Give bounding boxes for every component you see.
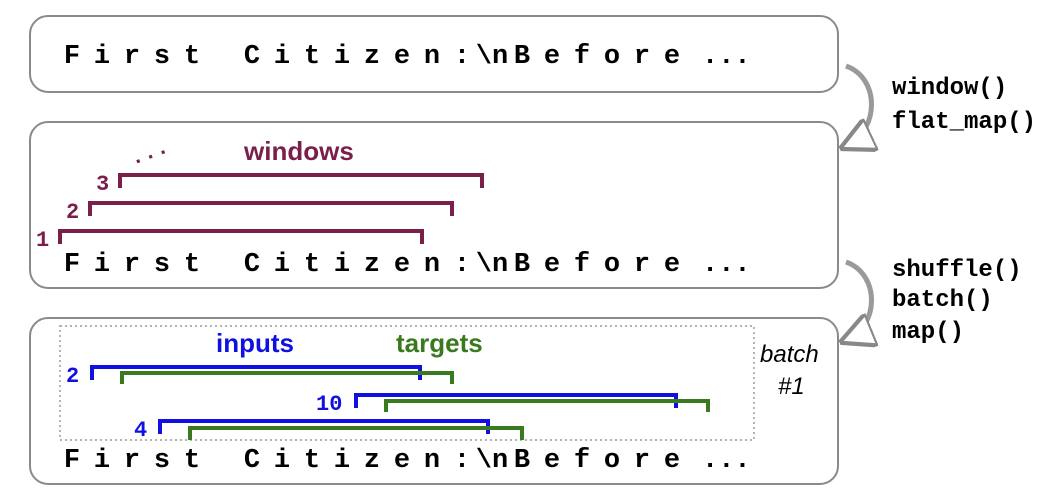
sequence-char: ... <box>702 42 751 72</box>
sequence-char: \n <box>476 250 508 280</box>
sequence-char: e <box>544 250 560 280</box>
sequence-char: i <box>334 250 350 280</box>
sequence-char: n <box>424 250 440 280</box>
batch-index-2: 2 <box>66 364 79 389</box>
op-flat-map: flat_map() <box>892 109 1036 136</box>
sequence-char: n <box>424 42 440 72</box>
sequence-char: i <box>334 446 350 476</box>
op-map: map() <box>892 319 964 346</box>
sequence-char: F <box>64 446 80 476</box>
sequence-char: \n <box>476 446 508 476</box>
sequence-char: z <box>364 250 380 280</box>
sequence-char: t <box>184 250 200 280</box>
arrow-shuffle-batch-map <box>846 259 872 340</box>
sequence-char: r <box>634 42 650 72</box>
sequence-char: s <box>154 42 170 72</box>
op-batch: batch() <box>892 287 993 314</box>
sequence-char: e <box>664 446 680 476</box>
target-bracket-3 <box>188 426 524 440</box>
sequence-char: \n <box>476 42 508 72</box>
batch-label-line1: batch <box>760 341 819 368</box>
sequence-char: n <box>424 446 440 476</box>
sequence-char: e <box>394 250 410 280</box>
sequence-char: r <box>124 446 140 476</box>
sequence-char: s <box>154 250 170 280</box>
panel-raw-text <box>29 15 839 93</box>
window-bracket-1 <box>58 229 424 244</box>
sequence-char: B <box>514 250 530 280</box>
window-index-1: 1 <box>36 228 49 253</box>
sequence-char: : <box>454 42 470 72</box>
sequence-char: : <box>454 250 470 280</box>
sequence-char: : <box>454 446 470 476</box>
sequence-char: f <box>574 446 590 476</box>
target-bracket-1 <box>120 371 454 384</box>
batch-label-line2: #1 <box>778 373 805 400</box>
arrow-window-flatmap <box>846 63 872 146</box>
targets-label: targets <box>396 328 483 358</box>
sequence-char: r <box>634 446 650 476</box>
sequence-char: r <box>124 42 140 72</box>
sequence-char: r <box>124 250 140 280</box>
sequence-char: e <box>544 42 560 72</box>
window-index-3: 3 <box>96 172 109 197</box>
sequence-char: o <box>604 250 620 280</box>
sequence-char: i <box>94 250 110 280</box>
windows-label: windows <box>243 136 354 166</box>
sequence-char: C <box>244 446 260 476</box>
sequence-char: i <box>274 446 290 476</box>
sequence-char: z <box>364 42 380 72</box>
sequence-char: s <box>154 446 170 476</box>
inputs-label: inputs <box>216 328 294 358</box>
sequence-char: i <box>94 446 110 476</box>
sequence-char: t <box>304 42 320 72</box>
sequence-char: C <box>244 42 260 72</box>
sequence-char: i <box>274 250 290 280</box>
sequence-char: C <box>244 250 260 280</box>
window-bracket-2 <box>88 201 454 216</box>
sequence-char: F <box>64 42 80 72</box>
sequence-char: e <box>394 42 410 72</box>
batch-index-10: 10 <box>316 392 342 417</box>
sequence-char: B <box>514 42 530 72</box>
sequence-char: i <box>334 42 350 72</box>
op-shuffle: shuffle() <box>892 257 1022 284</box>
sequence-char: e <box>664 42 680 72</box>
sequence-char: o <box>604 42 620 72</box>
target-bracket-2 <box>384 399 710 412</box>
sequence-char: t <box>184 446 200 476</box>
sequence-char: e <box>544 446 560 476</box>
window-bracket-3 <box>118 173 484 188</box>
sequence-char: r <box>634 250 650 280</box>
sequence-char: i <box>274 42 290 72</box>
batch-dotted-box <box>59 325 755 441</box>
sequence-char: B <box>514 446 530 476</box>
sequence-char: t <box>184 42 200 72</box>
sequence-char: f <box>574 250 590 280</box>
sequence-char: t <box>304 250 320 280</box>
sequence-char: F <box>64 250 80 280</box>
batch-index-4: 4 <box>134 418 147 443</box>
sequence-char: i <box>94 42 110 72</box>
window-index-2: 2 <box>66 200 79 225</box>
sequence-char: z <box>364 446 380 476</box>
op-window: window() <box>892 75 1007 102</box>
sequence-char: o <box>604 446 620 476</box>
sequence-char: ... <box>702 250 751 280</box>
sequence-char: f <box>574 42 590 72</box>
sequence-char: t <box>304 446 320 476</box>
sequence-char: e <box>664 250 680 280</box>
sequence-char: e <box>394 446 410 476</box>
sequence-char: ... <box>702 446 751 476</box>
